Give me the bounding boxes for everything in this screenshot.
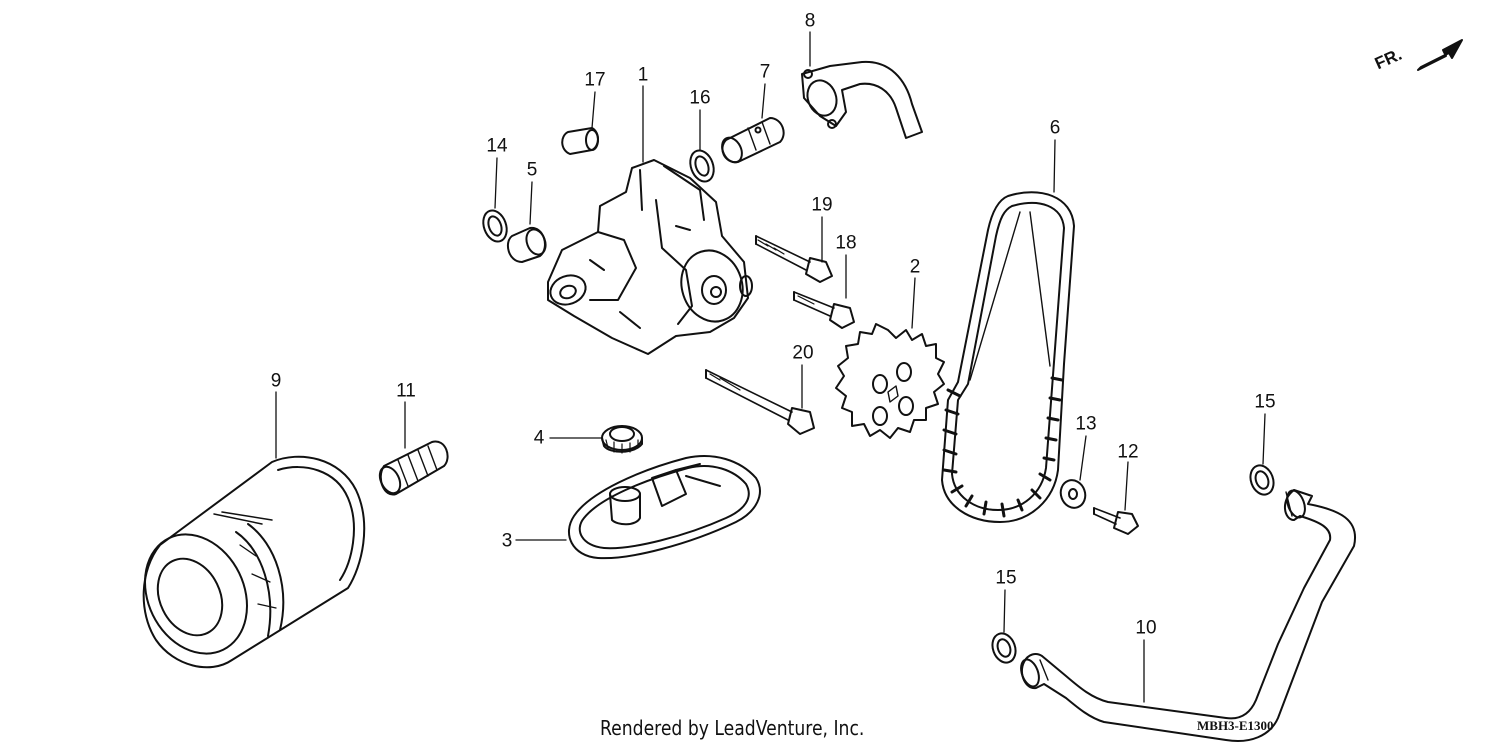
- callout-4: 4: [533, 427, 545, 449]
- callout-17: 17: [584, 69, 606, 91]
- dowel-pin: [561, 127, 599, 155]
- o-ring-15-lower: [991, 632, 1017, 664]
- callout-19: 19: [811, 194, 833, 216]
- callout-16: 16: [689, 87, 711, 109]
- washer: [1059, 479, 1087, 509]
- collar: [506, 226, 547, 263]
- callout-9: 9: [270, 370, 282, 392]
- oil-seal: [601, 425, 643, 454]
- oil-strainer: [568, 455, 761, 560]
- bolt-12: [1093, 507, 1139, 535]
- callout-10: 10: [1135, 617, 1157, 639]
- bolt-18: [793, 291, 855, 329]
- callout-11: 11: [396, 380, 416, 402]
- o-ring-16: [689, 149, 715, 183]
- bolt-20: [705, 369, 815, 435]
- bolt-19: [755, 235, 833, 283]
- oil-filter: [142, 455, 366, 669]
- oil-pipe-hose: [801, 60, 923, 139]
- callout-15-lower: 15: [995, 567, 1017, 589]
- callout-13: 13: [1075, 413, 1097, 435]
- front-direction-arrow: [1417, 39, 1463, 71]
- leader-lines: [275, 31, 1266, 703]
- callout-18: 18: [835, 232, 857, 254]
- callout-12: 12: [1117, 441, 1139, 463]
- callout-2: 2: [909, 256, 921, 278]
- callout-1: 1: [637, 64, 649, 86]
- render-credit: Rendered by LeadVenture, Inc.: [600, 716, 865, 740]
- callout-14: 14: [486, 135, 508, 157]
- callout-20: 20: [792, 342, 814, 364]
- callout-5: 5: [526, 159, 538, 181]
- diagram-code: MBH3-E1300: [1197, 718, 1274, 733]
- callout-7: 7: [759, 61, 771, 83]
- filter-joint-bolt: [378, 440, 449, 496]
- oil-pipe: [1020, 489, 1357, 742]
- relief-valve: [721, 117, 785, 164]
- callout-15-upper: 15: [1254, 391, 1276, 413]
- o-ring-14: [482, 209, 508, 243]
- oil-pump-drive-chain: [941, 191, 1075, 523]
- callout-6: 6: [1049, 117, 1061, 139]
- oil-pump: [547, 159, 753, 355]
- oil-pump-sprocket: [835, 323, 945, 439]
- callout-3: 3: [501, 530, 513, 552]
- o-ring-15-upper: [1249, 464, 1275, 496]
- callout-8: 8: [804, 10, 816, 32]
